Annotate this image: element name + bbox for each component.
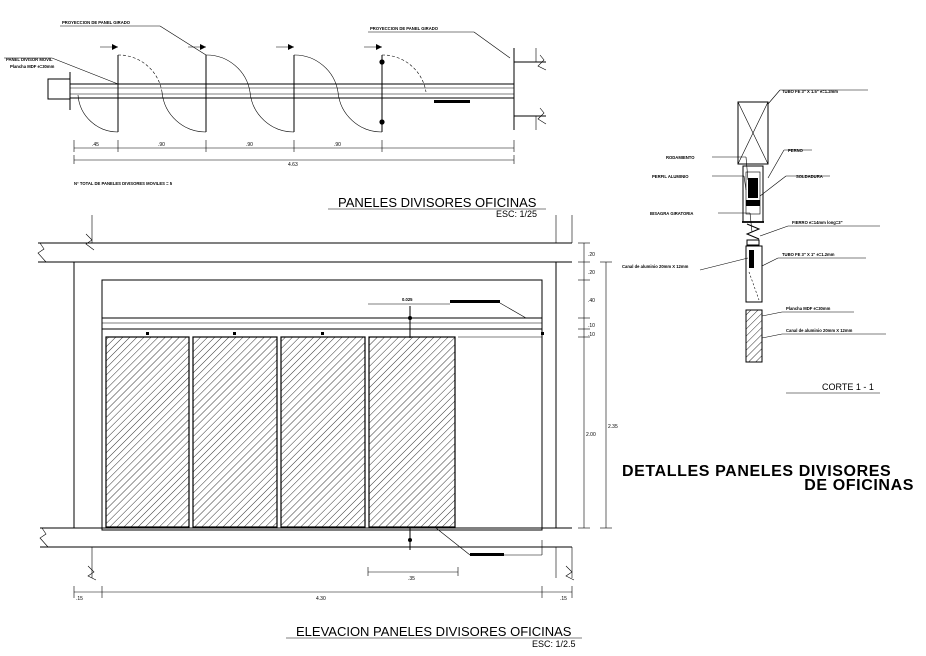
plan-label-panel-right: PROYECCION DE PANEL GIRADO: [370, 26, 439, 31]
detail-perfil: PERFIL ALUMINIO: [652, 174, 689, 179]
detail-rodamiento: RODAMIENTO: [666, 155, 695, 160]
plan-dim-1: .45: [92, 142, 99, 148]
detail-perno: PERNO: [788, 148, 804, 153]
detail-plancha: Plancha MDF e=30mm: [786, 306, 831, 311]
elevation-end-dim-right: .15: [560, 596, 567, 602]
plan-label-panel-left: PROYECCION DE PANEL GIRADO: [62, 20, 131, 25]
rdim-3: .40: [588, 298, 595, 304]
main-title: DETALLES PANELES DIVISORES DE OFICINAS: [622, 463, 914, 494]
elevation-total-dim: 4.30: [316, 596, 326, 602]
panel-3: [280, 336, 366, 528]
rdim-2: .20: [588, 270, 595, 276]
panel-4: [368, 336, 456, 528]
panel-1: [105, 336, 190, 528]
elevation-top-dim: 0.025: [402, 297, 413, 302]
elevation-scale: ESC: 1/25: [496, 209, 537, 219]
panel-2: [192, 336, 278, 528]
detail-canal-left: Canal de aluminio 20mm X 12mm: [622, 264, 689, 269]
plan-note: N° TOTAL DE PANELES DIVISORES MOVILES = …: [74, 181, 173, 186]
plan-label-divisor: PANEL DIVISOR MOVIL: [6, 57, 53, 62]
elevation-bottom-scale: ESC: 1/2.5: [532, 639, 576, 649]
section-title: CORTE 1 - 1: [822, 382, 874, 392]
detail-canal-right: Canal de aluminio 20mm X 12mm: [786, 328, 853, 333]
rdim-5: .10: [588, 332, 595, 338]
section-detail: TUBO FE 3" X 1.5" e=1.2mm RODAMIENTO PER…: [622, 89, 886, 394]
detail-bisagra: BISAGRA GIRATORIA: [650, 211, 693, 216]
rdim-4: .10: [588, 323, 595, 329]
elevation-title: PANELES DIVISORES OFICINAS: [338, 195, 537, 210]
detail-soldadura: SOLDADURA: [796, 174, 823, 179]
main-title-line1: DETALLES PANELES DIVISORES: [622, 463, 891, 480]
plan-left-wall: [47, 78, 71, 100]
main-title-line2: DE OFICINAS: [804, 477, 914, 494]
plan-dim-3: .90: [246, 142, 253, 148]
plan-label-divisor-sub: Plancha MDF e=30mm: [10, 64, 55, 69]
plan-dim-4: .90: [334, 142, 341, 148]
mdf-panel: [745, 309, 763, 363]
rdim-7: 2.35: [608, 424, 618, 430]
elevation-end-dim-left: .15: [76, 596, 83, 602]
detail-fierro: FIERRO e=14mm long=3": [792, 220, 843, 225]
rdim-6: 2.00: [586, 432, 596, 438]
elevation-bottom-title: ELEVACION PANELES DIVISORES OFICINAS: [296, 624, 572, 639]
tube-top: [737, 101, 769, 165]
plan-dim-total: 4.63: [288, 162, 298, 168]
detail-tubo-top: TUBO FE 3" X 1.5" e=1.2mm: [782, 89, 838, 94]
elevation-view: PANELES DIVISORES OFICINAS ESC: 1/25: [37, 195, 618, 649]
plan-view: PROYECCION DE PANEL GIRADO PROYECCION DE…: [4, 20, 547, 186]
rdim-1: .20: [588, 252, 595, 258]
elevation-bottom-dim: .35: [408, 576, 415, 582]
detail-tubo-bottom: TUBO FE 3" X 1" e=1.2mm: [782, 252, 835, 257]
tube-bottom: [745, 245, 763, 303]
plan-dim-2: .90: [158, 142, 165, 148]
